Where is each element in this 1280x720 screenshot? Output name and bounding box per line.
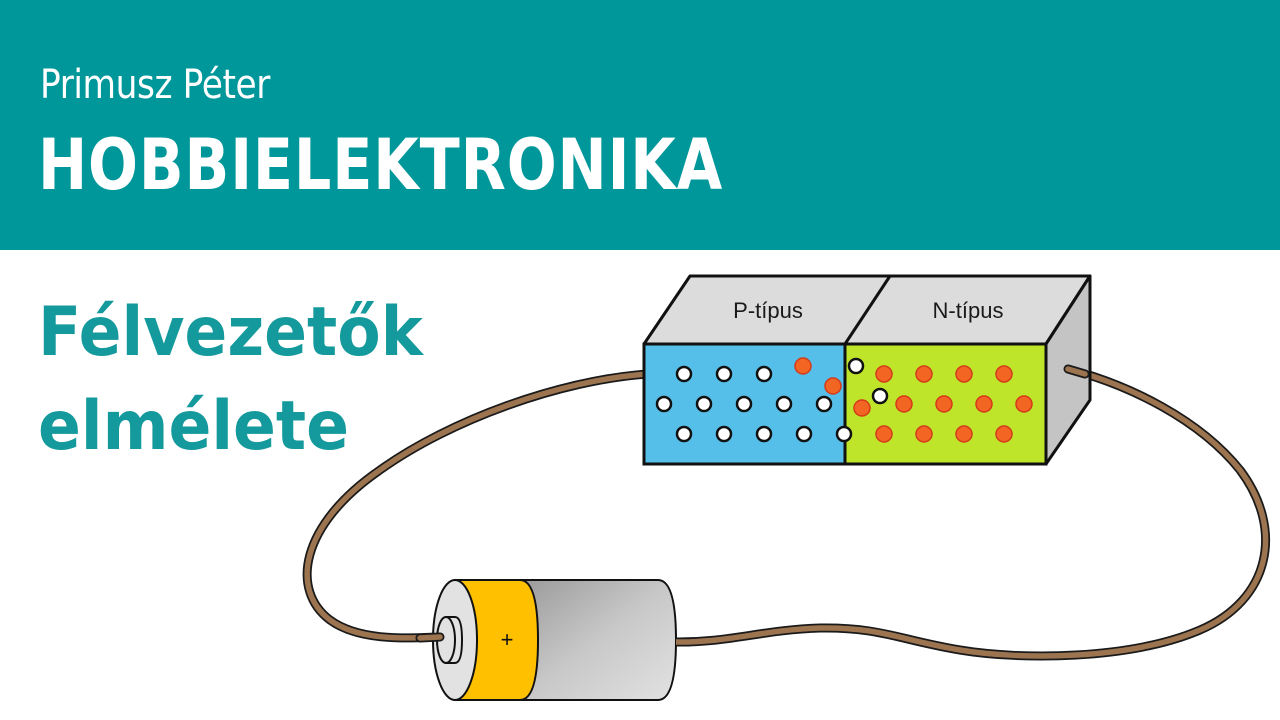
battery: + [415, 579, 690, 701]
battery-positive-band [454, 579, 540, 701]
semiconductor-block: P-típus N-típus [642, 274, 1092, 466]
title-line-1: Félvezetők [38, 293, 423, 372]
header-banner: Primusz Péter HOBBIELEKTRONIKA [0, 0, 1280, 250]
wire-right [667, 364, 1271, 661]
holes [655, 357, 889, 443]
title-line-2: elmélete [38, 387, 350, 466]
page-title: Félvezetők elmélete [38, 286, 423, 474]
wire-left [302, 369, 653, 643]
battery-plus-label: + [501, 627, 514, 652]
series-title: HOBBIELEKTRONIKA [38, 124, 724, 206]
p-type-label: P-típus [733, 298, 803, 323]
n-type-label: N-típus [933, 298, 1004, 323]
author-name: Primusz Péter [40, 62, 270, 108]
electrons [794, 357, 1033, 443]
